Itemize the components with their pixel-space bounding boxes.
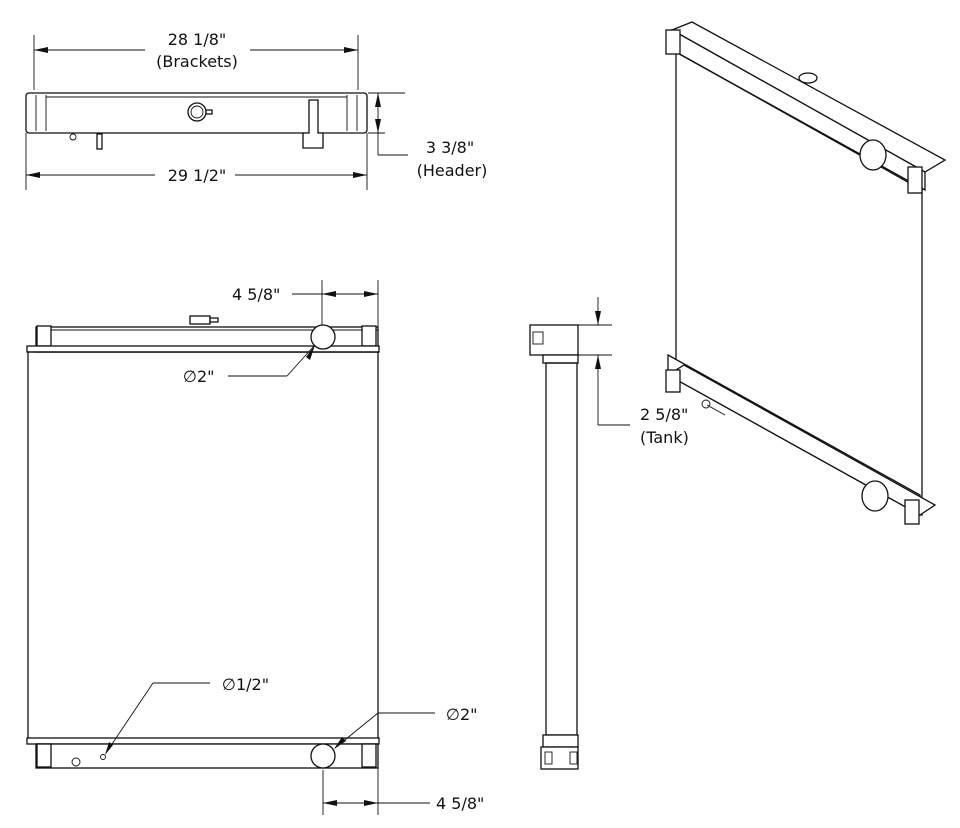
brackets-label: (Brackets) xyxy=(156,52,238,71)
tank-dimension: 2 5/8" xyxy=(640,405,688,424)
top-outlet-offset-dimension: 4 5/8" xyxy=(232,285,280,304)
overall-width-dimension: 29 1/2" xyxy=(168,166,227,185)
brackets-dimension: 28 1/8" xyxy=(168,30,227,49)
top-view: 28 1/8" (Brackets) 29 1/2" 3 3/8" (Heade… xyxy=(25,30,488,190)
header-label: (Header) xyxy=(417,161,488,180)
bottom-outlet-offset-dimension: 4 5/8" xyxy=(436,794,484,813)
header-dimension: 3 3/8" xyxy=(426,138,474,157)
isometric-view xyxy=(665,21,947,525)
drain-diameter: ∅1/2" xyxy=(222,675,269,694)
front-view: 4 5/8" ∅2" ∅1/2" ∅2" 4 5/8" xyxy=(26,280,484,815)
side-view: 2 5/8" (Tank) xyxy=(529,297,689,770)
top-outlet-diameter: ∅2" xyxy=(183,367,214,386)
bottom-outlet-diameter: ∅2" xyxy=(446,705,477,724)
tank-label: (Tank) xyxy=(640,428,689,447)
